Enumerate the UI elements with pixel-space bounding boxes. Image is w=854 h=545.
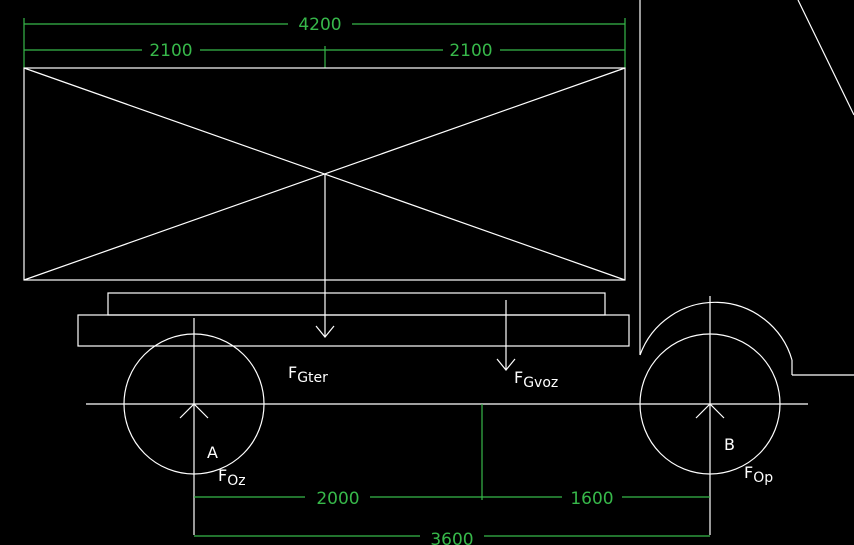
point-b-label: B <box>724 435 735 454</box>
dim-2100-left-label: 2100 <box>149 41 192 61</box>
bottom-dimensions: 2000 1600 3600 <box>194 404 710 545</box>
dim-2000-label: 2000 <box>316 489 359 509</box>
force-trailer-arrow <box>496 300 516 371</box>
force-trailer-head <box>496 358 516 371</box>
force-cargo-label: FGter <box>288 363 328 386</box>
dim-4200-label: 4200 <box>298 15 341 35</box>
platform-upper <box>107 292 606 316</box>
force-cargo-arrow <box>315 174 335 338</box>
force-front-head <box>695 403 725 419</box>
force-front-label: FOp <box>744 463 773 486</box>
point-a-label: A <box>207 443 218 462</box>
wheel-arch <box>639 301 793 361</box>
trailer-platform <box>77 292 630 347</box>
truck-cab <box>639 0 854 376</box>
top-dimensions: 4200 2100 2100 <box>23 15 626 68</box>
force-trailer-label: FGvoz <box>514 368 558 391</box>
platform-lower <box>77 314 630 347</box>
force-front-arrow <box>695 296 725 535</box>
dim-3600-label: 3600 <box>430 530 473 545</box>
cab-windshield <box>797 0 854 116</box>
force-rear-label: FOz <box>218 466 246 489</box>
dim-1600-label: 1600 <box>570 489 613 509</box>
dim-2100-right-label: 2100 <box>449 41 492 61</box>
force-rear-arrow <box>179 318 209 535</box>
force-cargo-head <box>315 325 335 338</box>
force-rear-head <box>179 403 209 419</box>
